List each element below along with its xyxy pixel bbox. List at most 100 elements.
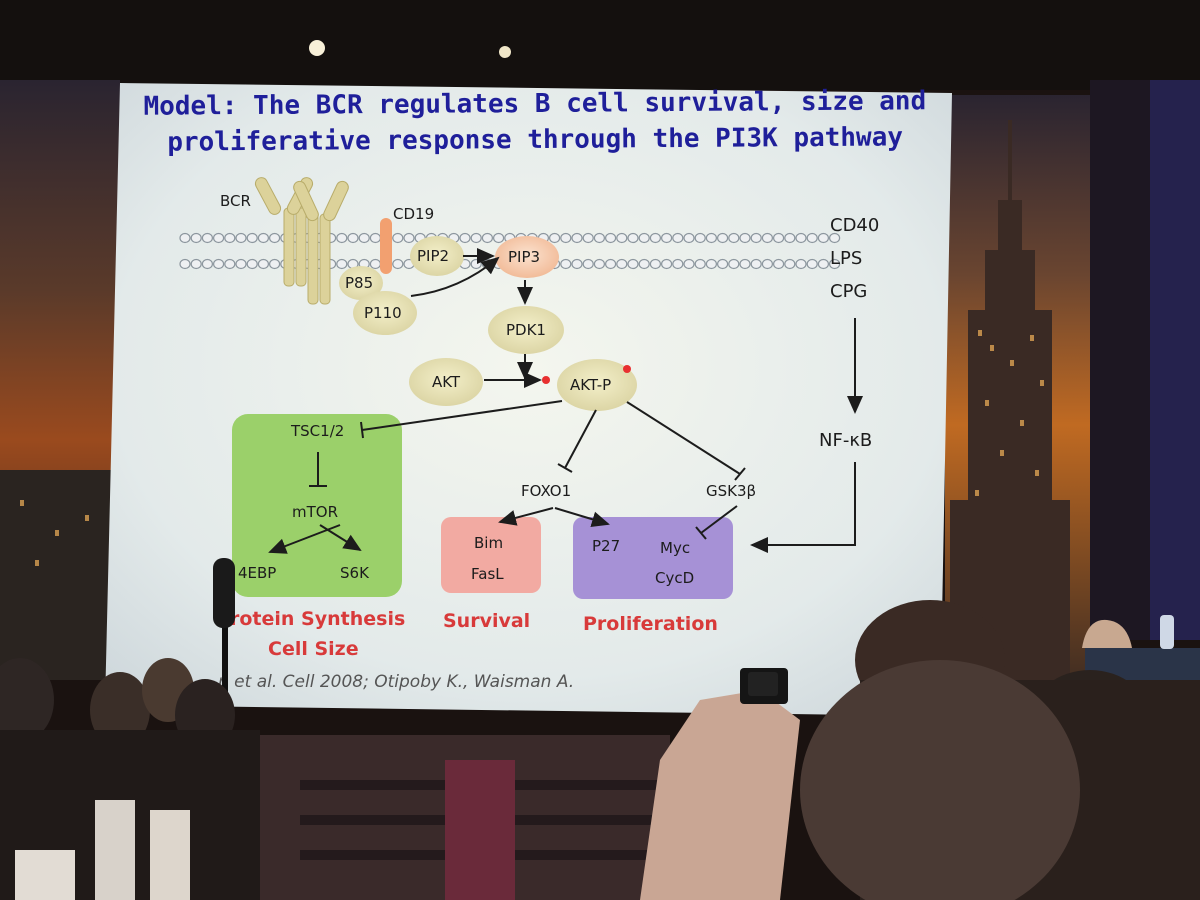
- protein-synthesis-label: rotein Synthesis: [230, 608, 406, 630]
- p85-label: P85: [345, 274, 374, 292]
- 4ebp-label: 4EBP: [238, 564, 277, 582]
- mtor-label: mTOR: [292, 503, 339, 521]
- membrane-lipid: [739, 232, 751, 244]
- membrane-lipid: [627, 258, 639, 270]
- membrane-lipid: [593, 232, 606, 244]
- membrane-lipid: [649, 258, 662, 270]
- membrane-lipid: [638, 232, 650, 244]
- pdk1-label: PDK1: [506, 321, 546, 339]
- membrane-lipid: [672, 258, 684, 270]
- membrane-lipid: [213, 232, 225, 244]
- membrane-lipid: [784, 258, 796, 270]
- membrane-lipid: [728, 258, 740, 270]
- membrane-lipid: [705, 232, 718, 244]
- p110-label: P110: [364, 304, 402, 322]
- membrane-lipid: [761, 258, 774, 270]
- membrane-lipid: [336, 232, 348, 244]
- membrane-lipid: [616, 258, 628, 270]
- pip2-label: PIP2: [417, 247, 450, 265]
- membrane-lipid: [582, 232, 594, 244]
- membrane-lipid: [795, 258, 807, 270]
- membrane-lipid: [560, 232, 572, 244]
- gsk3b-label: GSK3β: [706, 482, 757, 500]
- pathway-arrows: [268, 248, 863, 554]
- membrane-lipid: [638, 258, 650, 270]
- nfkb-label: NF-κB: [819, 430, 873, 451]
- membrane-lipid: [246, 258, 258, 270]
- akt-oval: [409, 358, 483, 406]
- tsc-label: TSC1/2: [291, 422, 345, 440]
- membrane-lipid: [828, 258, 841, 270]
- membrane-lipid: [627, 232, 639, 244]
- pip3-label: PIP3: [508, 248, 541, 266]
- ceiling-light: [499, 46, 511, 58]
- p110-oval: [353, 291, 417, 335]
- bcr-receptor-shape: [254, 177, 349, 305]
- membrane-lipid: [257, 258, 269, 270]
- membrane-lipid: [806, 232, 818, 244]
- fasl-label: FasL: [471, 565, 504, 583]
- bim-label: Bim: [474, 534, 504, 552]
- membrane-lipid: [347, 232, 359, 244]
- membrane-lipid: [795, 232, 807, 244]
- membrane-lipid: [213, 258, 225, 270]
- membrane-lipid: [179, 232, 191, 244]
- slide-reference: n et al. Cell 2008; Otipoby K., Waisman …: [218, 672, 575, 692]
- membrane-lipid: [716, 232, 729, 244]
- myc-label: Myc: [660, 539, 691, 557]
- membrane-lipid: [269, 232, 281, 244]
- proliferation-box: [573, 517, 733, 599]
- stimulus-cpg: CPG: [830, 281, 868, 302]
- membrane-lipid: [481, 232, 493, 244]
- ceiling-light: [309, 40, 325, 56]
- cd19-shape: [380, 218, 392, 274]
- cd19-label: CD19: [393, 205, 435, 223]
- membrane-lipid: [660, 258, 673, 270]
- membrane-lipid: [224, 258, 236, 270]
- membrane-lipid: [201, 232, 213, 244]
- bcr-label: BCR: [220, 192, 251, 210]
- membrane-lipid: [358, 232, 370, 244]
- membrane-lipid: [683, 232, 695, 244]
- membrane-lipid: [660, 232, 673, 244]
- membrane-lipid: [336, 258, 348, 270]
- foxo1-label: FOXO1: [521, 482, 572, 500]
- pdk1-oval: [488, 306, 564, 354]
- membrane-lipid: [716, 258, 729, 270]
- membrane-lipid: [705, 258, 718, 270]
- cycd-label: CycD: [655, 569, 695, 587]
- survival-label: Survival: [443, 610, 531, 632]
- phone-camera: [748, 672, 778, 696]
- cell-size-label: Cell Size: [268, 638, 359, 660]
- p27-label: P27: [592, 537, 621, 555]
- membrane-lipid: [269, 258, 281, 270]
- membrane-lipid: [828, 232, 841, 244]
- stimulus-cd40: CD40: [830, 215, 880, 236]
- membrane-lipid: [683, 258, 695, 270]
- membrane-lipid: [784, 232, 796, 244]
- membrane-lipid: [728, 232, 740, 244]
- akt-p-oval: [557, 359, 637, 411]
- membrane-lipid: [190, 232, 202, 244]
- akt-p-label: AKT-P: [570, 376, 612, 394]
- membrane-lipid: [750, 232, 762, 244]
- membrane-lipid: [235, 258, 247, 270]
- membrane-lipid: [190, 258, 202, 270]
- membrane-lipid: [179, 258, 191, 270]
- phospho-dot: [542, 376, 550, 384]
- membrane-lipid: [392, 258, 404, 270]
- membrane-lipid: [201, 258, 213, 270]
- pip3-oval: [495, 236, 559, 278]
- membrane-lipid: [604, 232, 617, 244]
- proliferation-label: Proliferation: [583, 613, 718, 635]
- membrane-lipid: [694, 232, 706, 244]
- membrane-lipid: [817, 232, 830, 244]
- membrane-lipid: [493, 232, 505, 244]
- survival-box: [441, 517, 541, 593]
- membrane-lipid: [761, 232, 774, 244]
- membrane-lipid: [470, 232, 482, 244]
- membrane-lipid: [593, 258, 606, 270]
